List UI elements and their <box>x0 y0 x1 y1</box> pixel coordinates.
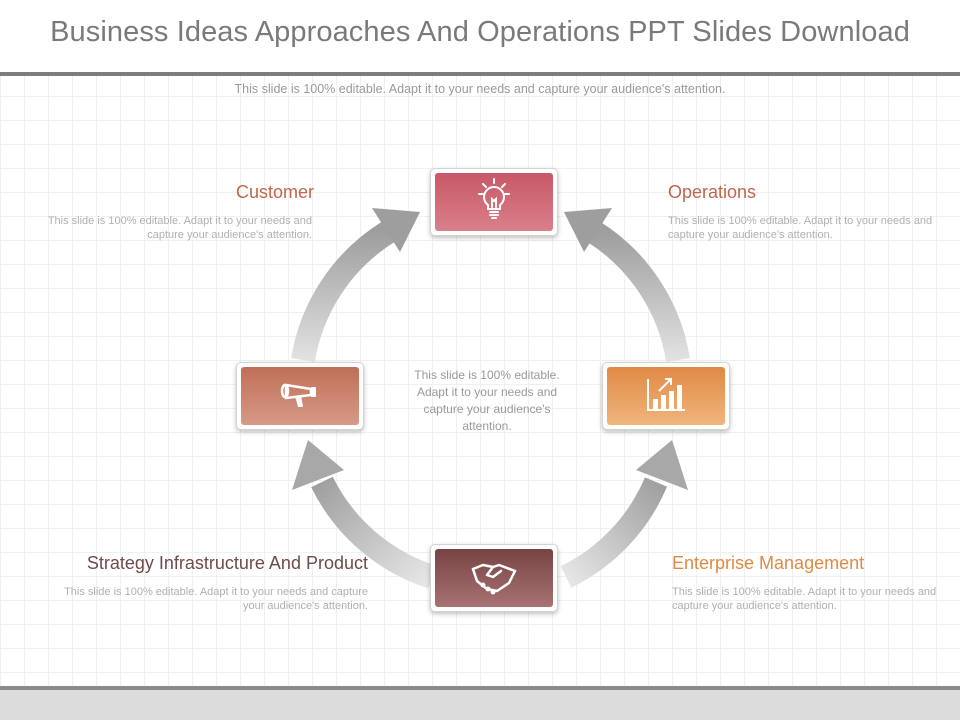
megaphone-icon <box>277 371 323 422</box>
lightbulb-icon <box>471 177 517 228</box>
arrow-bottom-to-left <box>292 440 436 589</box>
title-divider <box>0 72 960 76</box>
customer-description: This slide is 100% editable. Adapt it to… <box>47 215 312 241</box>
customer-label: Customer <box>235 182 314 202</box>
slide-title: Business Ideas Approaches And Operations… <box>50 16 910 48</box>
enterprise-description: This slide is 100% editable. Adapt it to… <box>672 586 937 612</box>
card-customer <box>236 362 364 430</box>
operations-description: This slide is 100% editable. Adapt it to… <box>668 215 933 241</box>
arrow-left-to-top <box>291 208 420 363</box>
center-text: This slide is 100% editable. Adapt it to… <box>414 368 560 433</box>
arrow-right-to-top <box>564 208 690 363</box>
operations-label: Operations <box>668 182 757 202</box>
card-strategy <box>430 544 558 612</box>
footer-band <box>0 690 960 720</box>
bar-chart-icon <box>643 371 689 422</box>
footer-divider <box>0 686 960 690</box>
arrow-bottom-to-right <box>560 440 688 588</box>
card-enterprise-management <box>602 362 730 430</box>
strategy-label: Strategy Infrastructure And Product <box>86 553 368 573</box>
slide-subtitle: This slide is 100% editable. Adapt it to… <box>234 82 726 96</box>
enterprise-label: Enterprise Management <box>672 553 865 573</box>
handshake-icon <box>469 553 519 604</box>
strategy-description: This slide is 100% editable. Adapt it to… <box>64 586 368 612</box>
card-operations <box>430 168 558 236</box>
title-band <box>0 0 960 72</box>
